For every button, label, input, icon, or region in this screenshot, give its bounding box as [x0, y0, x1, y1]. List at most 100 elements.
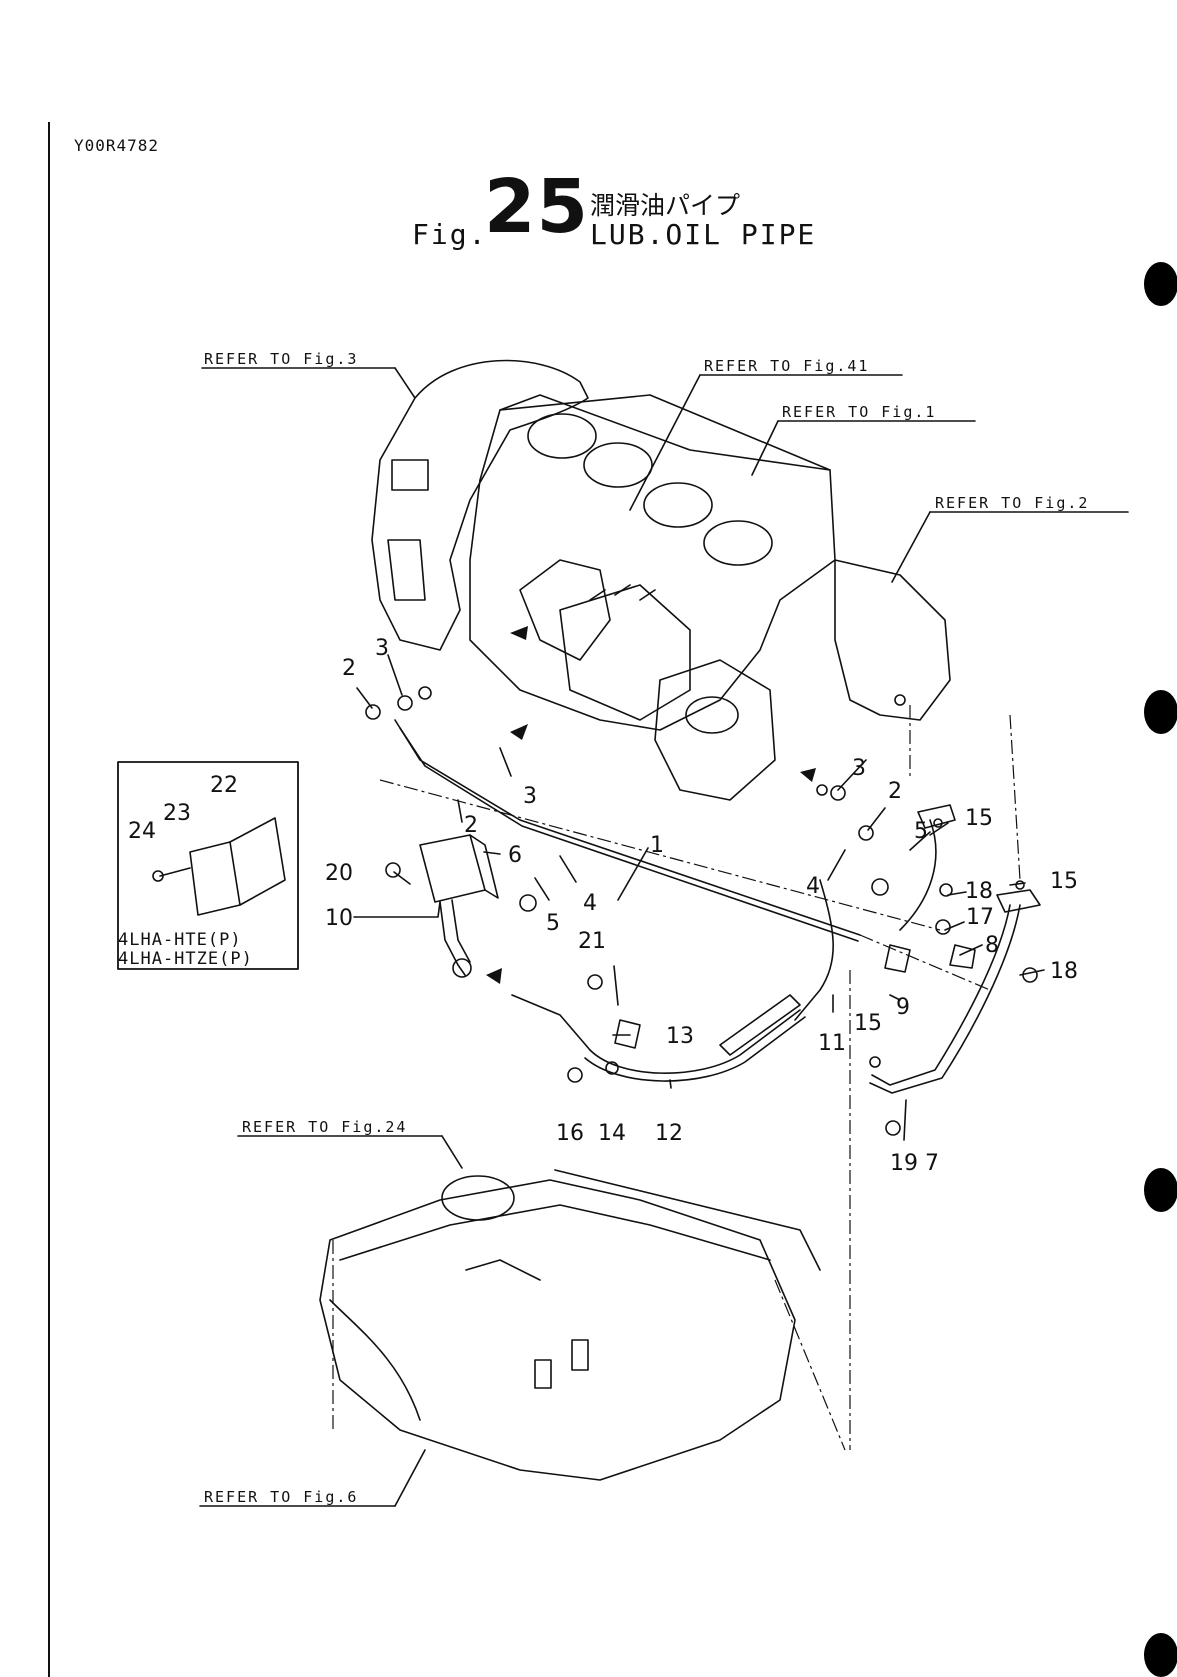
arrow-icon [510, 626, 528, 640]
o-ring-15 [1016, 881, 1024, 889]
callout-1: 1 [650, 833, 664, 858]
hose-fitting [512, 995, 590, 1050]
callout-3: 3 [852, 756, 866, 781]
bolt-16 [568, 1068, 582, 1082]
callout-20: 20 [325, 861, 353, 886]
refer-fig24-leader [442, 1136, 462, 1168]
leader-10 [354, 902, 440, 917]
callout-9: 9 [896, 995, 910, 1020]
refer-fig3-leader [395, 368, 415, 398]
cooler-union [453, 959, 471, 977]
oil-pan-sump [330, 1300, 420, 1420]
callout-12: 12 [655, 1121, 683, 1146]
oil-cooler-body [420, 835, 485, 902]
bolt-18 [940, 884, 952, 896]
bolt-5 [872, 879, 888, 895]
leader-2 [458, 800, 462, 822]
leader-17 [945, 922, 964, 930]
housing-foot [388, 540, 425, 600]
pipe-7-flange [997, 890, 1040, 912]
bolt-5 [520, 895, 536, 911]
bolt-17 [936, 920, 950, 934]
bolt-19 [886, 1121, 900, 1135]
housing-boss [392, 460, 428, 490]
callout-14: 14 [598, 1121, 626, 1146]
strainer-boss [572, 1340, 588, 1370]
callout-16: 16 [556, 1121, 584, 1146]
cylinder-block [470, 395, 835, 730]
washer-3 [831, 786, 845, 800]
bolt-2 [859, 826, 873, 840]
callout-7: 7 [925, 1151, 939, 1176]
axis-line [775, 1280, 845, 1450]
leader-4 [560, 856, 576, 882]
washer-3 [817, 785, 827, 795]
clamp-8 [950, 945, 975, 968]
lube-pipe-12 [590, 1010, 800, 1073]
callout-22: 22 [210, 773, 238, 798]
cylinder-bore [584, 443, 652, 487]
washer-3 [419, 687, 431, 699]
callout-5: 5 [546, 911, 560, 936]
arrow-icon [510, 724, 528, 740]
inset-model-label: 4LHA-HTZE(P) [118, 951, 253, 968]
callout-6: 6 [508, 843, 522, 868]
injection-pump [560, 585, 690, 720]
callout-17: 17 [966, 905, 994, 930]
callout-23: 23 [163, 801, 191, 826]
dipstick-tube [555, 1170, 820, 1270]
callout-21: 21 [578, 929, 606, 954]
washer-3 [398, 696, 412, 710]
callout-10: 10 [325, 906, 353, 931]
callout-4: 4 [806, 874, 820, 899]
bolt-21 [588, 975, 602, 989]
callout-2: 2 [464, 813, 478, 838]
block-top-edge [500, 395, 830, 470]
callout-15: 15 [965, 806, 993, 831]
clamp-9 [885, 945, 910, 972]
clamp-13 [615, 1020, 640, 1048]
inset-plate-23 [190, 842, 240, 915]
cylinder-bore [528, 414, 596, 458]
drain-boss [535, 1360, 551, 1388]
callout-2: 2 [342, 656, 356, 681]
cylinder-bore [704, 521, 772, 565]
callout-3: 3 [375, 636, 389, 661]
water-pump [655, 660, 775, 800]
callout-2: 2 [888, 779, 902, 804]
leader-4 [828, 850, 845, 880]
bolt-20 [386, 863, 400, 877]
arrow-icon [486, 968, 502, 984]
bolt-hole [895, 695, 905, 705]
callout-5: 5 [914, 819, 928, 844]
bolt-18 [1023, 968, 1037, 982]
leader-5 [535, 878, 549, 900]
inset-model-label: 4LHA-HTE(P) [118, 932, 242, 949]
water-pump-outlet [686, 697, 738, 733]
gear-case-cover [835, 560, 950, 720]
leader-3 [500, 748, 511, 776]
lube-pipe-1-bend [795, 880, 833, 1020]
o-ring-15 [870, 1057, 880, 1067]
callout-4: 4 [583, 891, 597, 916]
bolt-2 [366, 705, 380, 719]
axis-line [860, 935, 990, 990]
leader-12 [670, 1080, 671, 1088]
callout-8: 8 [985, 933, 999, 958]
hose-sleeve [720, 995, 800, 1055]
callout-15: 15 [854, 1011, 882, 1036]
cooler-pipe-a [440, 902, 465, 975]
pan-baffle [466, 1260, 540, 1280]
arrow-icon [800, 768, 816, 782]
cooler-pipe-b [452, 900, 470, 962]
callout-15: 15 [1050, 869, 1078, 894]
leader-21 [614, 966, 618, 1005]
leader-1 [618, 848, 648, 900]
leader-20 [394, 872, 410, 884]
refer-fig1-leader [752, 421, 778, 475]
refer-fig2-leader [892, 512, 930, 582]
callout-18: 18 [1050, 959, 1078, 984]
callout-24: 24 [128, 819, 156, 844]
leader-7 [904, 1100, 906, 1140]
callout-19: 19 [890, 1151, 918, 1176]
